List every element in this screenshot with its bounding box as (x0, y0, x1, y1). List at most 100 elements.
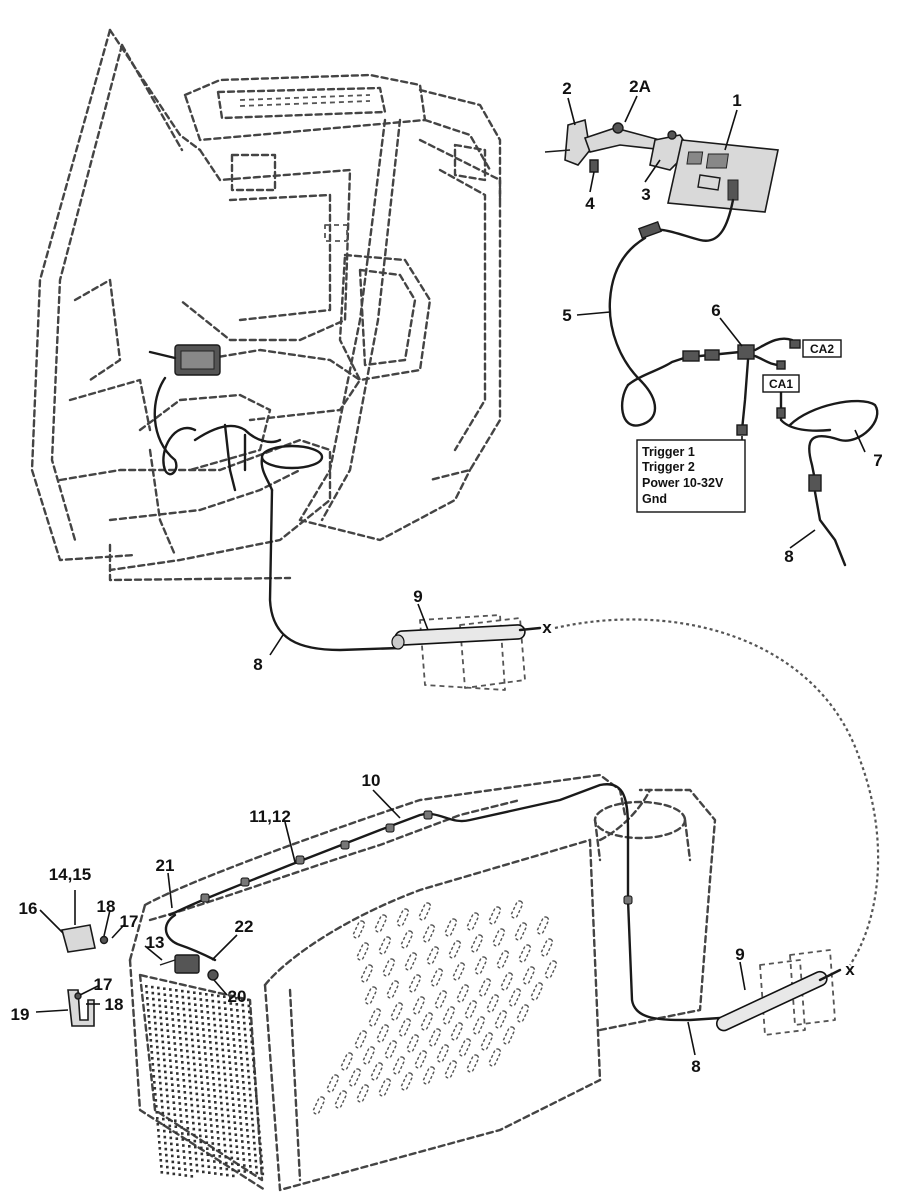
grille-dot (171, 1083, 174, 1086)
grille-dot (235, 997, 238, 1000)
grille-dot (192, 1050, 195, 1054)
grille-dot (205, 1064, 208, 1067)
grille-dot (233, 1115, 236, 1118)
harness-clip (295, 855, 305, 865)
grille-dot (204, 1052, 207, 1055)
grille-dot (248, 1081, 251, 1085)
grille-dot (234, 1062, 238, 1065)
pinout-box: Trigger 1 Trigger 2 Power 10-32V Gnd (636, 439, 746, 513)
grille-dot (202, 1028, 205, 1031)
hood-vent-slot (382, 958, 396, 977)
grille-dot (219, 1095, 223, 1099)
grille-dot (177, 1161, 181, 1164)
grille-dot (199, 1134, 202, 1138)
grille-dot (167, 1035, 170, 1038)
grille-dot (194, 1145, 197, 1149)
grille-dot (201, 1087, 204, 1090)
cable-8-upper (268, 488, 402, 652)
grille-dot (242, 1158, 246, 1161)
grille-dot (191, 1109, 194, 1113)
grille-dot (214, 1172, 217, 1175)
grille-dot (241, 997, 244, 1001)
grille-dot (153, 1009, 156, 1013)
cab-display-unit (148, 344, 221, 476)
grille-dot (177, 1013, 180, 1016)
hood-vent-slot (450, 1022, 464, 1041)
grille-dot (212, 1083, 216, 1086)
grille-dot (160, 1093, 163, 1097)
mount-bracket-2 (544, 118, 591, 166)
grille-dot (176, 1007, 180, 1010)
grille-dot (152, 1075, 156, 1078)
grille-dot (231, 1162, 234, 1166)
grille-dot (185, 1037, 188, 1041)
grille-dot (210, 1130, 214, 1133)
grille-dot (225, 1025, 229, 1028)
grille-dot (154, 1099, 158, 1102)
grille-dot (199, 998, 203, 1001)
grille-dot (165, 1082, 168, 1086)
grille-dot (254, 1153, 257, 1157)
grille-dot (252, 1135, 256, 1139)
grille-dot (215, 1041, 218, 1045)
grille-dot (241, 1075, 245, 1078)
grille-dot (245, 1045, 248, 1049)
grille-dot (249, 1028, 253, 1032)
grille-dot (252, 1058, 255, 1062)
grille-dot (160, 1022, 163, 1026)
grille-dot (248, 1087, 252, 1091)
grille-dot (185, 1043, 189, 1047)
grille-dot (226, 1037, 230, 1040)
grille-dot (184, 1031, 188, 1035)
grille-dot (205, 993, 208, 996)
grille-dot (170, 1142, 173, 1146)
harness-clip (240, 877, 250, 887)
grille-dot (208, 1035, 212, 1038)
grille-dot (164, 999, 167, 1002)
callout-11-12: 11,12 (249, 807, 291, 826)
grille-dot (190, 1103, 194, 1107)
grille-dot (230, 1079, 233, 1082)
grille-dot (212, 1154, 216, 1157)
grille-dot (148, 1027, 152, 1030)
grille-dot (196, 1027, 199, 1030)
grille-dot (227, 1114, 230, 1118)
grille-dot (232, 1032, 235, 1035)
grille-dot (220, 1107, 224, 1111)
grille-dot (176, 1072, 179, 1075)
grille-dot (215, 1119, 219, 1122)
grille-dot (236, 1157, 240, 1160)
grille-dot (189, 1020, 193, 1024)
grille-dot (202, 1099, 205, 1102)
callout-9-lower: 9 (735, 945, 744, 964)
grille-dot (253, 1070, 256, 1074)
grille-dot (216, 1053, 219, 1057)
grille-dot (196, 1104, 200, 1108)
grille-dot (196, 1033, 200, 1036)
grille-dot (180, 1055, 184, 1058)
grille-dot (245, 1117, 248, 1120)
grille-dot (152, 1003, 156, 1007)
grille-dot (164, 1070, 167, 1074)
grille-dot (207, 1094, 211, 1097)
grille-dot (228, 1126, 231, 1130)
grille-dot (206, 1147, 209, 1150)
grille-dot (200, 1075, 203, 1078)
grille-dot (241, 1003, 245, 1007)
grille-dot (197, 1045, 201, 1048)
grille-dot (195, 1157, 198, 1161)
grille-dot (164, 1005, 168, 1008)
grille-dot (179, 1043, 183, 1046)
hood-vent-slot (522, 966, 536, 985)
grille-dot (151, 1057, 154, 1060)
grille-dot (208, 1106, 212, 1109)
grille-dot (193, 1139, 197, 1143)
grille-dot (233, 1044, 236, 1047)
grille-dot (166, 1100, 170, 1104)
grille-dot (235, 1139, 238, 1142)
grille-dot (214, 1035, 218, 1039)
grille-dot (261, 1166, 264, 1170)
grille-dot (219, 1024, 223, 1028)
cab-harness (193, 423, 402, 652)
grille-dot (249, 1022, 252, 1026)
